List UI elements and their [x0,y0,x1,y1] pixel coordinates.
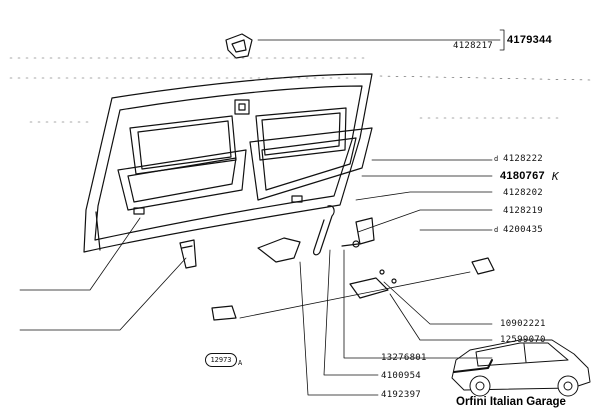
part-number-4180767: 4180767 [500,170,545,182]
part-number-4128202: 4128202 [503,188,544,198]
part-number-4128219: 4128219 [503,206,544,216]
mark-k-4180767: K [552,170,559,183]
part-number-4192397: 4192397 [381,390,422,400]
part-number-4100954: 4100954 [381,371,422,381]
mark-d-4128222: d [494,155,499,163]
part-number-4179344: 4179344 [507,34,552,46]
car-thumbnail [451,339,591,397]
leader-lines [19,29,505,396]
bonnet-panel [83,73,373,253]
reference-code: 12973 [205,353,237,367]
hardware-parts [179,33,495,321]
scan-noise [9,57,591,123]
part-number-12599070: 12599070 [500,335,546,345]
mark-d-4200435: d [494,226,499,234]
reference-suffix: A [238,359,243,367]
part-number-4128217: 4128217 [453,41,494,51]
part-number-10902221: 10902221 [500,319,546,329]
part-number-13276801: 13276801 [381,353,427,363]
part-number-4128222: 4128222 [503,154,544,164]
part-number-4200435: 4200435 [503,225,544,235]
watermark-text: Orfini Italian Garage [456,396,566,408]
